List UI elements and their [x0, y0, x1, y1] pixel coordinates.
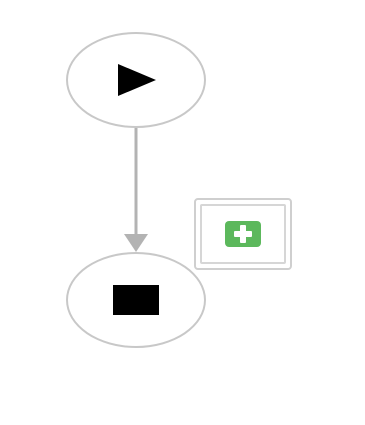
- play-icon: [118, 64, 156, 96]
- start-node[interactable]: [66, 32, 206, 128]
- plus-icon-vertical-bar: [240, 225, 246, 243]
- add-step-button[interactable]: [200, 204, 286, 264]
- end-node[interactable]: [66, 252, 206, 348]
- add-step-panel: [194, 198, 292, 270]
- plus-icon: [225, 221, 261, 247]
- stop-icon: [113, 285, 159, 315]
- connector-arrowhead: [124, 234, 148, 252]
